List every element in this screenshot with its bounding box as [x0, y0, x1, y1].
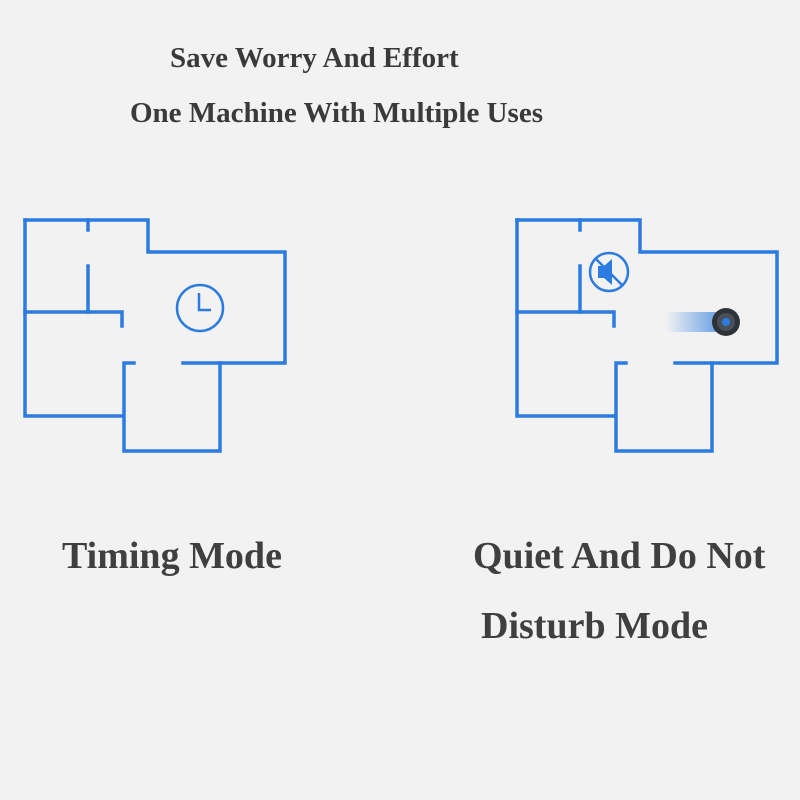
- timing-mode-floorplan: [23, 218, 287, 453]
- timing-mode-label: Timing Mode: [62, 535, 282, 577]
- quiet-mode-label-line-2: Disturb Mode: [481, 605, 708, 647]
- headline-line-2: One Machine With Multiple Uses: [130, 97, 543, 129]
- floorplan-walls: [23, 218, 287, 453]
- robot-vacuum-icon: [666, 308, 740, 336]
- mute-speaker-icon: [588, 251, 630, 293]
- headline-line-1: Save Worry And Effort: [170, 42, 459, 74]
- quiet-mode-label-line-1: Quiet And Do Not: [473, 535, 766, 577]
- floorplan-walls: [515, 218, 779, 453]
- clock-icon: [175, 283, 225, 333]
- quiet-mode-floorplan: [515, 218, 779, 453]
